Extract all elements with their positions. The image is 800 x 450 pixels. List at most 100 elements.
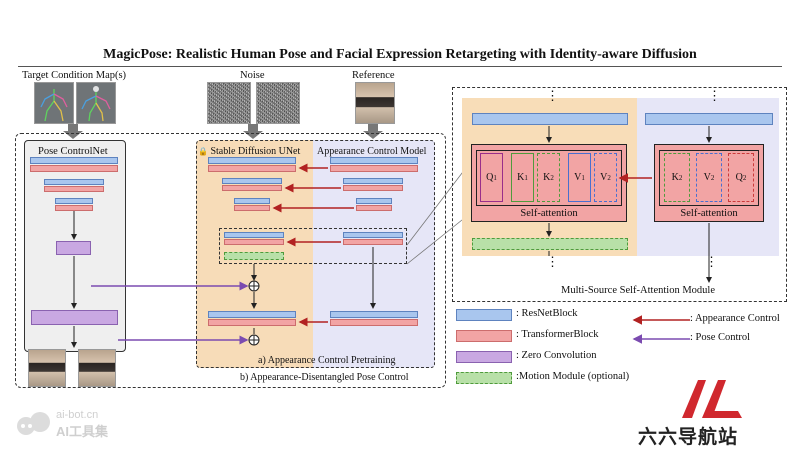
arrow-reference	[363, 124, 383, 139]
pose-zero-conv-2	[31, 310, 118, 325]
multi-source-module-label: Multi-Source Self-Attention Module	[561, 285, 715, 296]
legend-pose-label: : Pose Control	[690, 332, 751, 343]
token-v2-sub: 2	[607, 173, 611, 182]
noise-image-2	[256, 82, 300, 124]
app-resnet-1	[330, 157, 418, 164]
sd-resnet-2	[222, 178, 282, 184]
stable-diffusion-label: Stable Diffusion UNet	[210, 146, 301, 157]
condition-map-image-2	[76, 82, 116, 124]
liuliu-logo-icon	[682, 380, 742, 418]
app-resnet-2	[343, 178, 403, 184]
caption-appearance-pretraining: a) Appearance Control Pretraining	[258, 355, 396, 366]
pose-resnet-3	[55, 198, 93, 204]
reference-label: Reference	[352, 70, 395, 81]
token-v2-label: V	[600, 172, 608, 183]
sd-transformer-4	[224, 239, 284, 245]
legend-motion-swatch	[456, 372, 512, 384]
sd-resnet-3	[234, 198, 270, 204]
app-transformer-2	[343, 185, 403, 191]
token-q2-ref-sub: 2	[742, 173, 747, 182]
ai-bot-logo-icon	[17, 412, 50, 435]
app-transformer-4	[343, 239, 403, 245]
pose-transformer-1	[30, 165, 118, 172]
self-attention-detail-frame	[452, 87, 787, 302]
token-q1-sub: 1	[493, 173, 497, 182]
sd-transformer-5	[208, 319, 296, 326]
pose-resnet-1	[30, 157, 118, 164]
pose-transformer-3	[55, 205, 93, 211]
ellipsis-bottom-left: ⋮	[546, 254, 559, 269]
app-resnet-5	[330, 311, 418, 318]
app-transformer-1	[330, 165, 418, 172]
app-transformer-3	[356, 205, 392, 211]
self-attention-left-label: Self-attention	[520, 208, 578, 219]
token-v2-ref-label: V	[703, 172, 711, 183]
ai-bot-watermark-url: ai-bot.cn	[56, 409, 99, 421]
legend-motion-label: :Motion Module (optional)	[516, 371, 630, 382]
legend-transformer-swatch	[456, 330, 512, 342]
self-attention-right	[654, 144, 764, 222]
lock-icon: 🔒	[198, 147, 208, 156]
ellipsis-bottom-right: ⋮	[705, 254, 718, 269]
self-attention-right-inner	[659, 150, 759, 206]
sd-transformer-3	[234, 205, 270, 211]
token-k1-label: K	[517, 172, 525, 183]
pose-control-frame	[15, 133, 446, 388]
legend-appearance-label: : Appearance Control	[690, 313, 780, 324]
self-attention-left	[471, 144, 627, 222]
detail-resnet-left	[472, 113, 628, 125]
stable-diffusion-title: 🔒 Stable Diffusion UNet	[198, 146, 300, 157]
figure-title: MagicPose: Realistic Human Pose and Faci…	[103, 47, 697, 62]
app-resnet-3	[356, 198, 392, 204]
legend-zero-conv-swatch	[456, 351, 512, 363]
output-photo-2	[78, 349, 116, 387]
target-condition-label: Target Condition Map(s)	[22, 70, 127, 81]
legend-resnet-label: : ResNetBlock	[516, 308, 578, 319]
token-k1-sub: 1	[524, 173, 528, 182]
self-attention-right-label: Self-attention	[680, 208, 738, 219]
liuliu-watermark-text: 六六导航站	[638, 427, 739, 448]
token-v2-ref-sub: 2	[710, 173, 715, 182]
appearance-pretraining-frame	[196, 140, 435, 368]
legend-zero-conv-label: : Zero Convolution	[516, 350, 597, 361]
ellipsis-top-right: ⋮	[708, 88, 721, 103]
arrow-noise	[243, 124, 263, 139]
token-k2-ref-sub: 2	[678, 173, 683, 182]
caption-pose-control: b) Appearance-Disentangled Pose Control	[240, 372, 409, 383]
appearance-control-label: Appearance Control Model	[317, 146, 427, 157]
sd-resnet-4	[224, 232, 284, 238]
sd-transformer-1	[208, 165, 296, 172]
noise-image-1	[207, 82, 251, 124]
sd-transformer-2	[222, 185, 282, 191]
arrow-condition	[63, 124, 83, 139]
token-k2-sub: 2	[550, 173, 554, 182]
app-transformer-5	[330, 319, 418, 326]
attention-focus-frame	[219, 228, 407, 264]
pose-controlnet-label: Pose ControlNet	[38, 146, 108, 157]
condition-map-image-1	[34, 82, 74, 124]
token-q1-label: Q	[486, 172, 494, 183]
token-v1-sub: 1	[581, 173, 585, 182]
pose-zero-conv-1	[56, 241, 91, 255]
token-k2-ref-label: K	[671, 172, 679, 183]
app-resnet-4	[343, 232, 403, 238]
token-q2-ref-label: Q	[735, 172, 743, 183]
pose-transformer-2	[44, 186, 104, 192]
noise-label: Noise	[240, 70, 265, 81]
legend-resnet-swatch	[456, 309, 512, 321]
reference-photo	[355, 82, 395, 124]
token-k2-label: K	[543, 172, 551, 183]
title-rule	[18, 66, 782, 67]
